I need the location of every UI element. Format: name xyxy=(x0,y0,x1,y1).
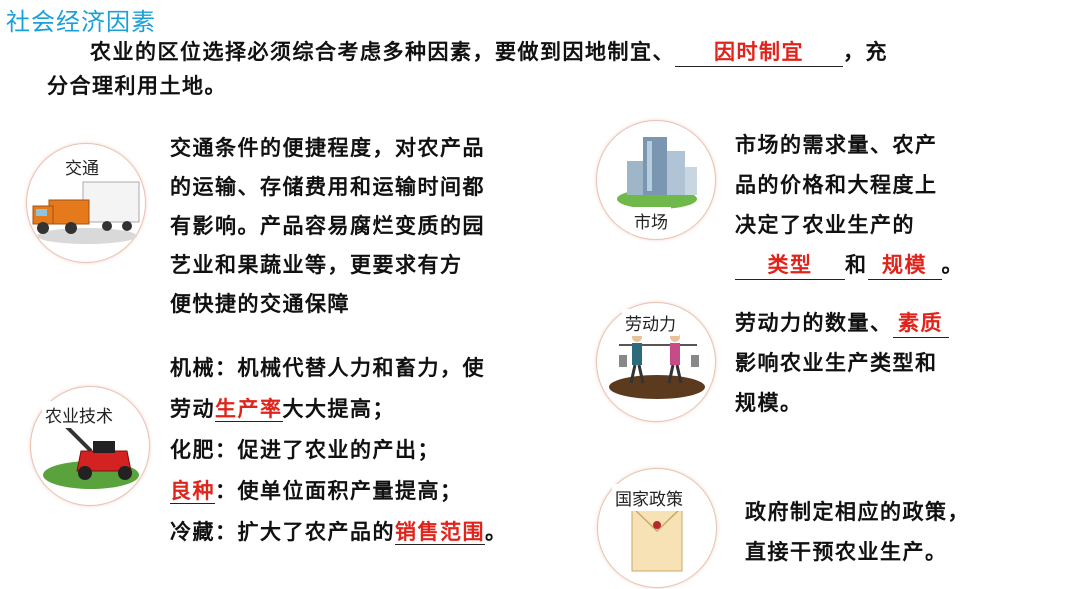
truck-icon xyxy=(32,181,140,244)
labor-line: 影响农业生产类型和 xyxy=(735,350,938,375)
transport-line: 艺业和果蔬业等，更要求有方 xyxy=(170,252,463,277)
transport-line: 交通条件的便捷程度，对农产品 xyxy=(170,135,485,160)
intro-line-1: 农业的区位选择必须综合考虑多种因素，要做到因地制宜、因时制宜，充 xyxy=(90,34,888,70)
tech-text-segment: 。 xyxy=(485,519,508,544)
transport-line: 便快捷的交通保障 xyxy=(170,291,350,316)
transport-label: 交通 xyxy=(62,153,102,180)
city-buildings-icon xyxy=(617,137,697,209)
tech-text-segment: 冷藏：扩大了农产品的 xyxy=(170,519,395,544)
labor-text-segment: 劳动力的数量、 xyxy=(735,310,893,335)
transport-text: 交通条件的便捷程度，对农产品 的运输、存储费用和运输时间都 有影响。产品容易腐烂… xyxy=(170,128,485,323)
labor-label: 劳动力 xyxy=(622,309,679,336)
policy-label: 国家政策 xyxy=(612,484,686,511)
productivity-answer: 生产率 xyxy=(215,396,283,422)
tech-label: 农业技术 xyxy=(42,401,116,428)
intro-answer-blank: 因时制宜 xyxy=(675,38,843,67)
farm-workers-icon xyxy=(609,332,705,399)
lawnmower-icon xyxy=(43,414,139,489)
market-line: 品的价格和大程度上 xyxy=(735,172,938,197)
policy-line: 直接干预农业生产。 xyxy=(745,539,948,564)
tech-line-seed: 良种：使单位面积产量提高； xyxy=(170,470,508,511)
market-line: 市场的需求量、农产 xyxy=(735,132,938,157)
tech-text-segment: 大大提高； xyxy=(282,396,395,421)
market-text-segment: 。 xyxy=(941,252,964,277)
labor-line: 规模。 xyxy=(735,390,803,415)
document-envelope-icon xyxy=(631,506,683,572)
transport-line: 有影响。产品容易腐烂变质的园 xyxy=(170,213,485,238)
transport-line: 的运输、存储费用和运输时间都 xyxy=(170,174,485,199)
quality-answer: 素质 xyxy=(892,309,949,338)
market-text: 市场的需求量、农产 品的价格和大程度上 决定了农业生产的 类型和规模。 xyxy=(735,125,964,285)
tech-line-refrigeration: 冷藏：扩大了农产品的销售范围。 xyxy=(170,511,508,552)
market-text-segment: 和 xyxy=(845,252,868,277)
scale-answer: 规模 xyxy=(867,251,942,280)
tech-text-segment: 劳动 xyxy=(170,396,215,421)
tech-text-segment: ：使单位面积产量提高； xyxy=(215,478,463,503)
intro-text-pre: 农业的区位选择必须综合考虑多种因素，要做到因地制宜、 xyxy=(90,39,675,64)
labor-circle xyxy=(596,302,716,422)
intro-line-2: 分合理利用土地。 xyxy=(47,73,227,98)
sales-range-answer: 销售范围 xyxy=(395,519,485,545)
tech-line-machinery: 机械：机械代替人力和畜力，使 xyxy=(170,355,485,380)
policy-text: 政府制定相应的政策， 直接干预农业生产。 xyxy=(745,492,970,572)
intro-text-post: ，充 xyxy=(843,39,888,64)
tech-line-labor: 劳动生产率大大提高； xyxy=(170,388,508,429)
policy-line: 政府制定相应的政策， xyxy=(745,499,970,524)
labor-text: 劳动力的数量、素质 影响农业生产类型和 规模。 xyxy=(735,303,949,423)
market-line: 决定了农业生产的 xyxy=(735,212,915,237)
seed-answer: 良种 xyxy=(170,478,215,504)
page-title: 社会经济因素 xyxy=(6,8,156,36)
labor-line-1: 劳动力的数量、素质 xyxy=(735,303,949,343)
type-answer: 类型 xyxy=(735,251,845,280)
tech-text: 机械：机械代替人力和畜力，使 劳动生产率大大提高； 化肥：促进了农业的产出； 良… xyxy=(170,347,508,552)
market-label: 市场 xyxy=(631,207,671,234)
market-line-answers: 类型和规模。 xyxy=(735,245,964,285)
tech-line-fertilizer: 化肥：促进了农业的产出； xyxy=(170,437,440,462)
